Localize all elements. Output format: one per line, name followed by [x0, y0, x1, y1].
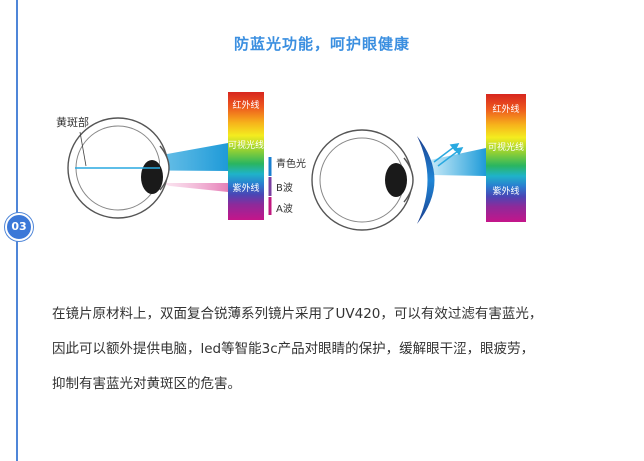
- blue-cut-lens: [417, 136, 435, 224]
- cyan-light-label: 青色光: [276, 157, 306, 170]
- left-spectrum-uv: 紫外线: [232, 182, 259, 194]
- description-line-3: 抑制有害蓝光对黄斑区的危害。: [52, 376, 241, 392]
- left-eye-lens: [141, 160, 163, 194]
- left-eye-figure: [67, 117, 228, 219]
- b-wave-label: B波: [276, 181, 293, 194]
- description-paragraph: 在镜片原材料上，双面复合锐薄系列镜片采用了UV420，可以有效过滤有害蓝光， 因…: [52, 300, 642, 405]
- left-spectrum-visible: 可视光线: [228, 139, 264, 151]
- right-spectrum-visible: 可视光线: [488, 141, 524, 153]
- step-badge: 03: [5, 213, 33, 241]
- blue-light-diagram: 黄斑部 红外线 可视光线 紫外线 青色光 B波 A波 红外线 可视光线 紫外线: [56, 92, 526, 231]
- right-blue-beam: [430, 148, 486, 176]
- left-spectrum-bar: [228, 92, 264, 220]
- macula-pointer: [79, 131, 87, 167]
- left-spectrum-ir: 红外线: [232, 99, 259, 111]
- right-eye-figure: [311, 129, 486, 231]
- right-eye-lens: [385, 163, 407, 197]
- left-uv-beam: [160, 183, 228, 192]
- right-spectrum-ir: 红外线: [492, 103, 519, 115]
- reflection-arrows: [433, 143, 464, 167]
- right-cornea: [403, 157, 414, 203]
- right-spectrum-uv: 紫外线: [492, 185, 519, 197]
- a-wave-label: A波: [276, 202, 293, 215]
- page-title: 防蓝光功能，呵护眼健康: [233, 35, 410, 53]
- macula-label: 黄斑部: [56, 115, 89, 129]
- description-line-2: 因此可以额外提供电脑，led等智能3c产品对眼睛的保护，缓解眼干涩，眼疲劳，: [52, 341, 535, 357]
- right-spectrum-bar: [486, 94, 526, 222]
- description-line-1: 在镜片原材料上，双面复合锐薄系列镜片采用了UV420，可以有效过滤有害蓝光，: [52, 306, 543, 322]
